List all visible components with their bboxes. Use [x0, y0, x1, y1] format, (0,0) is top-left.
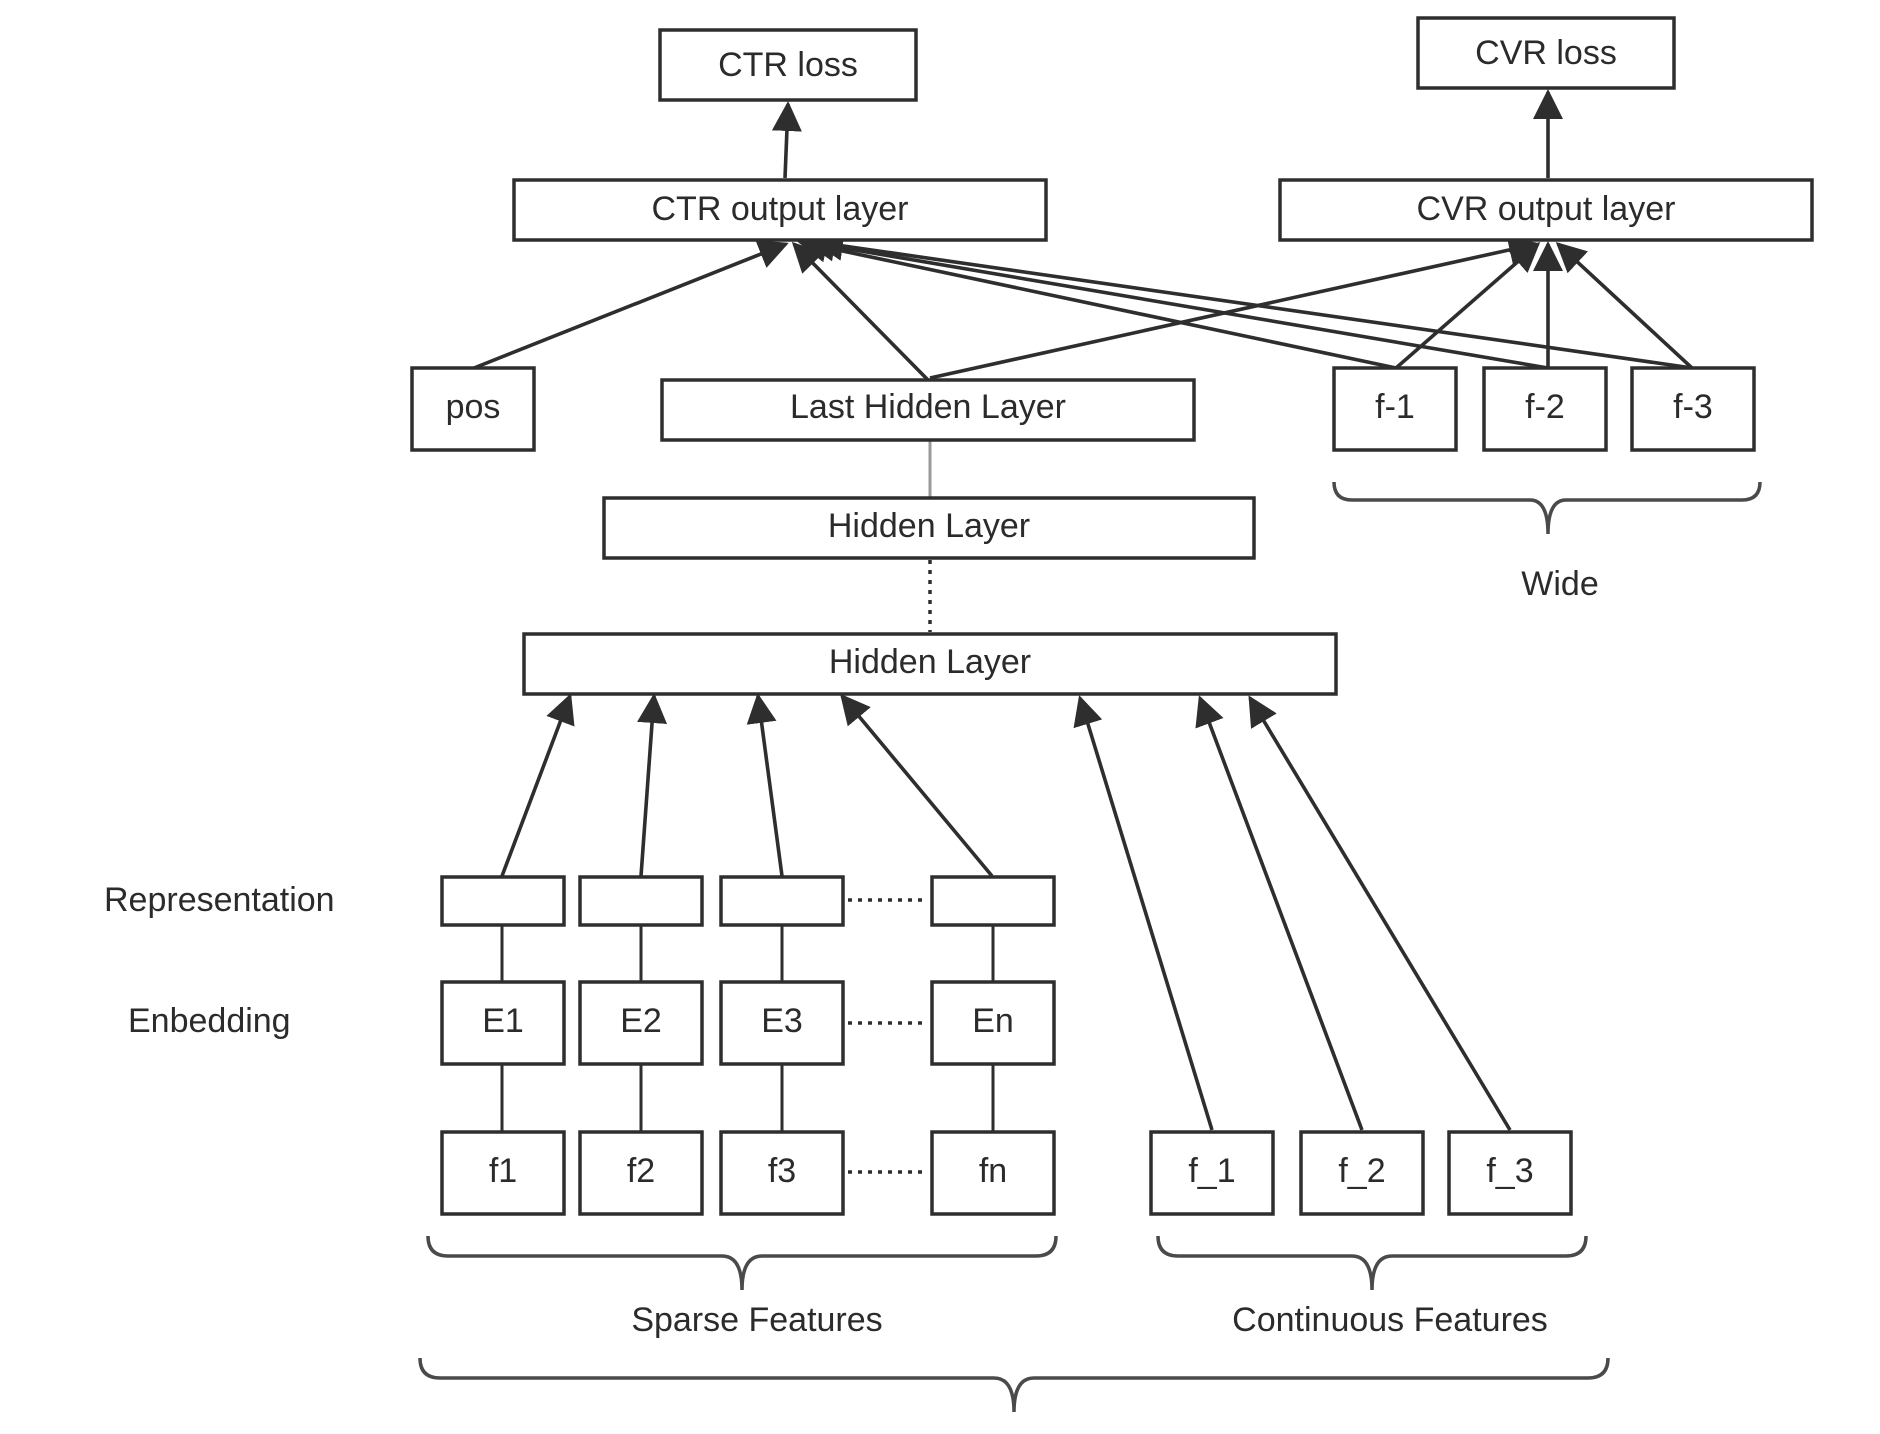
cvr-output-layer-label: CVR output layer: [1417, 190, 1676, 228]
cvr-loss-box: CVR loss: [1416, 16, 1676, 90]
continuous-f3-box: f_3: [1447, 1130, 1573, 1216]
ctr-output-layer-box: CTR output layer: [512, 178, 1048, 242]
edge-rep2-to-hidden: [637, 693, 668, 877]
embedding-e2-label: E2: [620, 1002, 662, 1040]
continuous-f2-box: f_2: [1299, 1130, 1425, 1216]
embedding-label: Enbedding: [128, 1002, 291, 1040]
sparse-f3-box: f3: [719, 1130, 845, 1216]
hidden-layer-lower-label: Hidden Layer: [829, 643, 1031, 681]
hidden-layer-upper-box: Hidden Layer: [602, 496, 1256, 560]
sparse-fn-label: fn: [979, 1152, 1007, 1190]
embedding-en-label: En: [972, 1002, 1014, 1040]
embedding-en-box: En: [930, 980, 1056, 1066]
edge-cont-f3-to-hidden: [1248, 695, 1512, 1131]
cvr-output-layer-box: CVR output layer: [1278, 178, 1814, 242]
all-features-brace: [418, 1357, 1610, 1413]
edge-repn-to-hidden: [840, 693, 994, 878]
embedding-e1-label: E1: [482, 1002, 524, 1040]
edge-wide-f1-to-ctr-output: [797, 232, 1397, 370]
continuous-f2-label: f_2: [1338, 1152, 1385, 1190]
pos-label: pos: [446, 388, 501, 426]
wide-brace: [1332, 481, 1762, 535]
edge-rep3-to-hidden: [746, 693, 784, 877]
hidden-layer-lower-box: Hidden Layer: [522, 632, 1338, 696]
ctr-loss-label: CTR loss: [718, 46, 858, 84]
wide-f2-label: f-2: [1525, 388, 1565, 426]
sparse-f1-box: f1: [440, 1130, 566, 1216]
edge-cont-f1-to-hidden: [1073, 695, 1214, 1131]
sparse-f3-label: f3: [768, 1152, 796, 1190]
wide-f1-box: f-1: [1332, 366, 1458, 452]
edge-pos-to-ctr-output: [473, 240, 789, 370]
edge-wide-f3-to-cvr-output: [1555, 241, 1694, 370]
ctr-output-layer-label: CTR output layer: [652, 190, 909, 228]
representation-box-2: [578, 875, 704, 927]
cvr-loss-label: CVR loss: [1475, 34, 1617, 72]
sparse-features-brace: [426, 1235, 1058, 1291]
sparse-features-label: Sparse Features: [631, 1301, 882, 1339]
wide-f3-box: f-3: [1630, 366, 1756, 452]
continuous-features-brace: [1156, 1235, 1588, 1291]
edge-wide-f1-to-cvr-output: [1394, 242, 1541, 370]
edge-ctr-output-to-ctr-loss: [771, 101, 802, 179]
representation-label: Representation: [104, 881, 335, 919]
embedding-e3-label: E3: [761, 1002, 803, 1040]
embedding-e2-box: E2: [578, 980, 704, 1066]
sparse-f1-label: f1: [489, 1152, 517, 1190]
continuous-f1-label: f_1: [1188, 1152, 1235, 1190]
wide-f3-label: f-3: [1673, 388, 1713, 426]
last-hidden-layer-label: Last Hidden Layer: [790, 388, 1066, 426]
edge-last-hidden-to-ctr-output: [791, 241, 930, 382]
pos-box: pos: [410, 366, 536, 452]
representation-box-3: [719, 875, 845, 927]
representation-box-1: [440, 875, 566, 927]
sparse-fn-box: fn: [930, 1130, 1056, 1216]
embedding-e1-box: E1: [440, 980, 566, 1066]
edge-cont-f2-to-hidden: [1195, 695, 1364, 1131]
edge-last-hidden-to-cvr-output: [929, 235, 1539, 380]
hidden-layer-upper-label: Hidden Layer: [828, 507, 1030, 545]
last-hidden-layer-box: Last Hidden Layer: [660, 378, 1196, 442]
edge-rep1-to-hidden: [500, 693, 575, 877]
continuous-features-label: Continuous Features: [1232, 1301, 1548, 1339]
sparse-f2-label: f2: [627, 1152, 655, 1190]
sparse-links: [500, 925, 995, 1132]
wide-label: Wide: [1521, 565, 1598, 603]
sparse-f2-box: f2: [578, 1130, 704, 1216]
ctr-loss-box: CTR loss: [658, 28, 918, 102]
wide-f2-box: f-2: [1482, 366, 1608, 452]
edge-wide-f2-to-ctr-output: [805, 231, 1549, 370]
continuous-f3-label: f_3: [1486, 1152, 1533, 1190]
representation-box-n: [930, 875, 1056, 927]
continuous-f1-box: f_1: [1149, 1130, 1275, 1216]
wide-f1-label: f-1: [1375, 388, 1415, 426]
embedding-e3-box: E3: [719, 980, 845, 1066]
